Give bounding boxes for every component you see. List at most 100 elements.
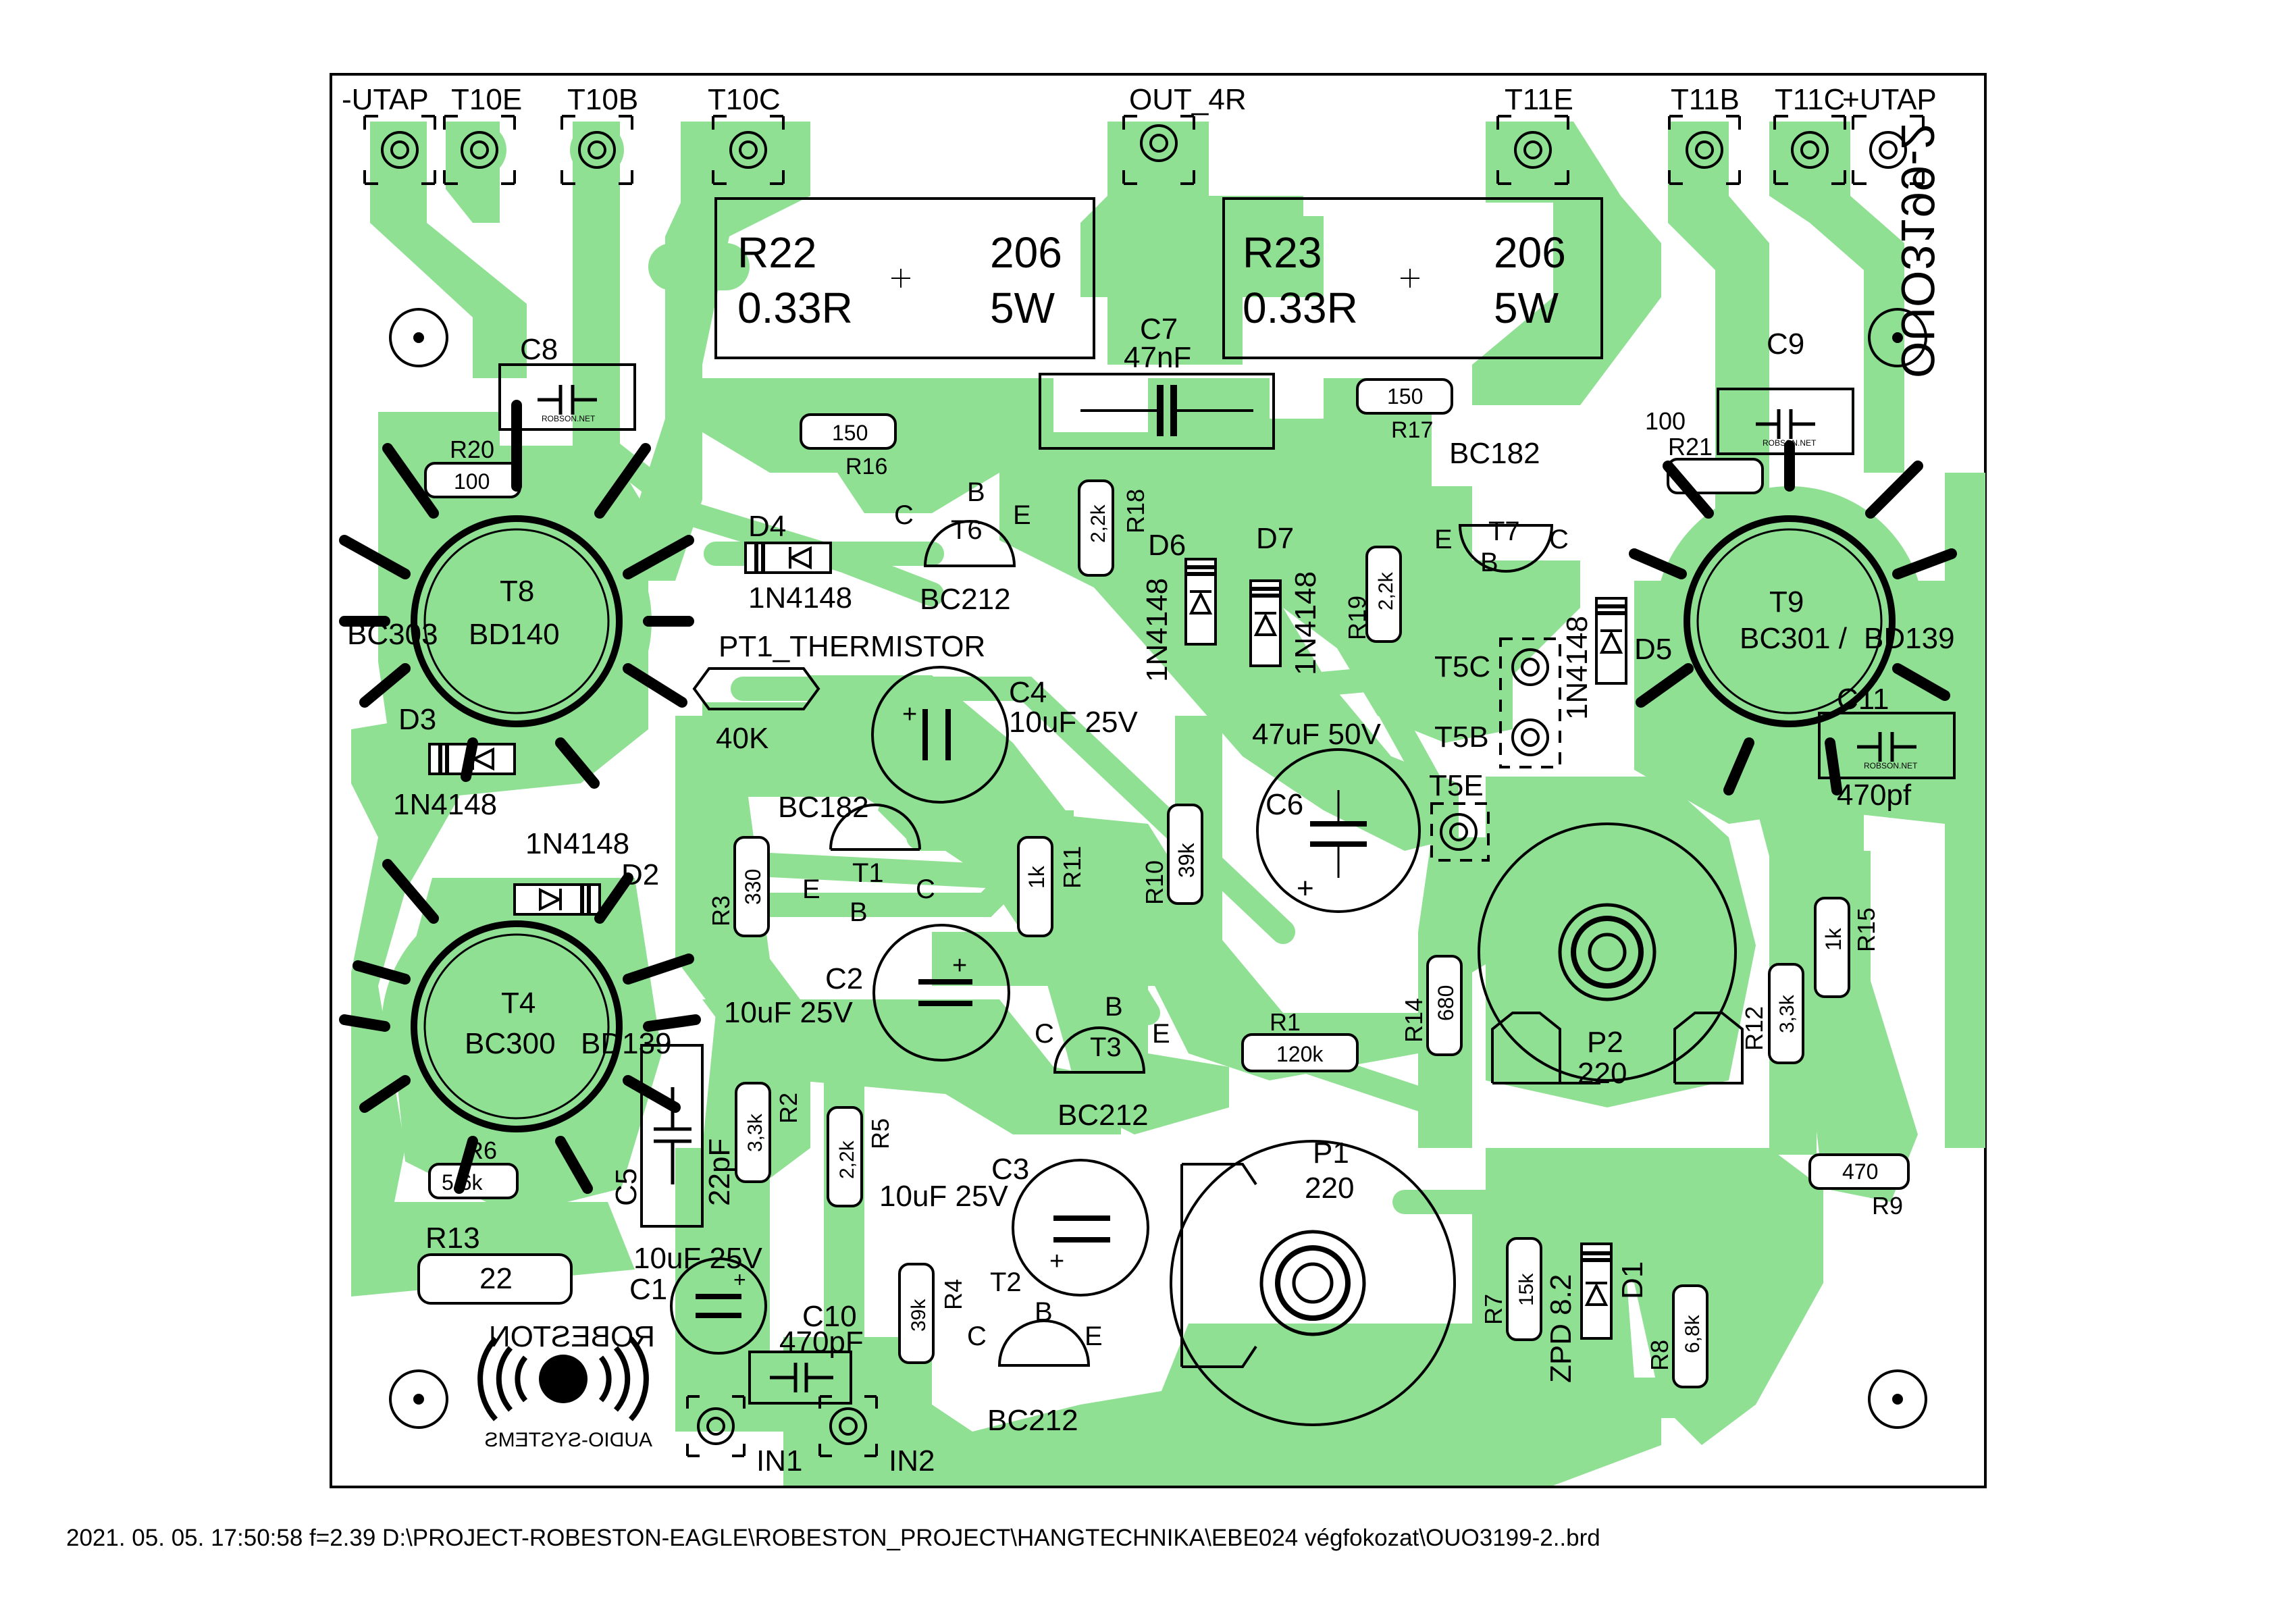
c10-name: C10 [802, 1300, 857, 1333]
r10-value: 39k [1174, 842, 1199, 878]
d7-value: 1N4148 [1289, 571, 1322, 675]
r3-value: 330 [741, 869, 765, 905]
t4-type: BD139 [581, 1027, 672, 1060]
c1-body: + [670, 1257, 767, 1355]
pt1-thermistor-body [692, 667, 820, 710]
label-t10e: T10E [451, 83, 522, 116]
c2-body: + [872, 924, 1010, 1062]
r14-body [1426, 955, 1463, 1056]
d6-value: 1N4148 [1141, 578, 1174, 682]
r13-value: 22 [479, 1262, 513, 1295]
mounting-hole-tl [389, 308, 448, 367]
t5c-label: T5C [1434, 650, 1490, 683]
pad-plus-utap[interactable] [1852, 115, 1925, 185]
t6-b: B [967, 477, 985, 507]
pad-t11b[interactable] [1668, 115, 1741, 185]
pad-in2[interactable] [818, 1395, 878, 1457]
pad-t11c[interactable] [1773, 115, 1846, 185]
c3-value: 10uF 25V [879, 1180, 1008, 1213]
r21-body [1667, 458, 1764, 494]
t2-c: C [967, 1322, 987, 1351]
t7-e: E [1434, 525, 1453, 554]
d4-name: D4 [748, 510, 786, 543]
r9-value: 470 [1842, 1159, 1878, 1184]
label-plus-utap: +UTAP [1842, 83, 1937, 116]
r19-name: R19 [1343, 596, 1371, 640]
pad-in1[interactable] [686, 1395, 746, 1457]
c8-body [498, 363, 636, 431]
label-t11e: T11E [1505, 83, 1573, 116]
r16-body [800, 413, 897, 450]
small-transistors [829, 520, 1554, 1367]
r2-body [735, 1082, 771, 1183]
r3-name: R3 [707, 895, 735, 926]
t2-e: E [1085, 1322, 1103, 1351]
board-name-mirrored: OUO3199-2 [1891, 124, 1944, 378]
t5e-label: T5E [1429, 769, 1484, 802]
d1-name: D1 [1616, 1261, 1649, 1299]
pad-out-4r[interactable] [1122, 115, 1195, 185]
t3-e: E [1152, 1019, 1170, 1049]
r15-name: R15 [1852, 908, 1880, 952]
pad-minus-utap[interactable] [363, 115, 436, 185]
r11-body [1017, 836, 1053, 937]
d1-value: ZPD 8.2 [1544, 1274, 1577, 1383]
r5-value: 2,2k [836, 1140, 858, 1179]
r13-body [417, 1253, 573, 1305]
c11-value: 470pf [1837, 779, 1912, 812]
t3-b: B [1105, 992, 1123, 1022]
t6-name: T6 [951, 515, 983, 545]
mounting-holes [389, 308, 1927, 1429]
silkscreen: + + + + + [339, 115, 1957, 1457]
label-t10b: T10B [567, 83, 638, 116]
pad-t10c[interactable] [712, 115, 785, 185]
pad-t10b[interactable] [560, 115, 633, 185]
r23-power: 5W [1494, 284, 1559, 332]
r5-name: R5 [866, 1118, 894, 1149]
c6-body: + [1256, 748, 1421, 913]
t1-e: E [802, 874, 820, 904]
r2-name: R2 [775, 1093, 802, 1124]
p2-name: P2 [1587, 1026, 1623, 1059]
c11-brand: ROBSON.NET [1864, 761, 1918, 770]
connector-row-top [363, 115, 1925, 185]
r22-name: R22 [737, 228, 816, 277]
t9-type: BD139 [1864, 622, 1955, 655]
r9-name: R9 [1872, 1192, 1903, 1220]
t4-heatsink [339, 859, 701, 1194]
t9-alt: BC301 / [1740, 622, 1848, 655]
t9-name: T9 [1769, 585, 1804, 619]
d1-body [1580, 1242, 1613, 1340]
c5-name: C5 [610, 1168, 643, 1206]
r4-name: R4 [939, 1279, 967, 1310]
r22-value: 0.33R [737, 284, 853, 332]
r10-name: R10 [1141, 860, 1168, 905]
c4-value: 10uF 25V [1009, 706, 1138, 739]
t2-b: B [1035, 1297, 1053, 1327]
c6-value: 47uF 50V [1252, 718, 1381, 751]
pad-t10e[interactable] [443, 115, 516, 185]
r8-value: 6,8k [1681, 1314, 1704, 1353]
pt1-name: PT1_THERMISTOR [719, 630, 985, 663]
t8-alt: BC303 [347, 618, 438, 651]
r23-value: 0.33R [1243, 284, 1358, 332]
label-t11c: T11C [1775, 83, 1845, 116]
d5-body [1595, 597, 1627, 685]
c9-name: C9 [1767, 328, 1804, 361]
t1-b: B [850, 897, 868, 927]
r18-name: R18 [1122, 489, 1149, 533]
r7-name: R7 [1480, 1294, 1507, 1325]
c8-name: C8 [520, 333, 558, 366]
r23-name: R23 [1243, 228, 1322, 277]
pad-t11e[interactable] [1496, 115, 1569, 185]
r16-name: R16 [845, 454, 887, 479]
labels: -UTAP T10E T10B T10C OUT_4R T11E T11B T1… [342, 83, 1955, 1477]
c10-body [748, 1351, 852, 1405]
c8-brand: ROBSON.NET [542, 414, 596, 423]
r16-value: 150 [832, 421, 868, 445]
r1-name: R1 [1270, 1008, 1301, 1036]
r5-body [827, 1106, 863, 1207]
r18-value: 2,2k [1087, 504, 1110, 543]
r10-body [1167, 804, 1203, 905]
